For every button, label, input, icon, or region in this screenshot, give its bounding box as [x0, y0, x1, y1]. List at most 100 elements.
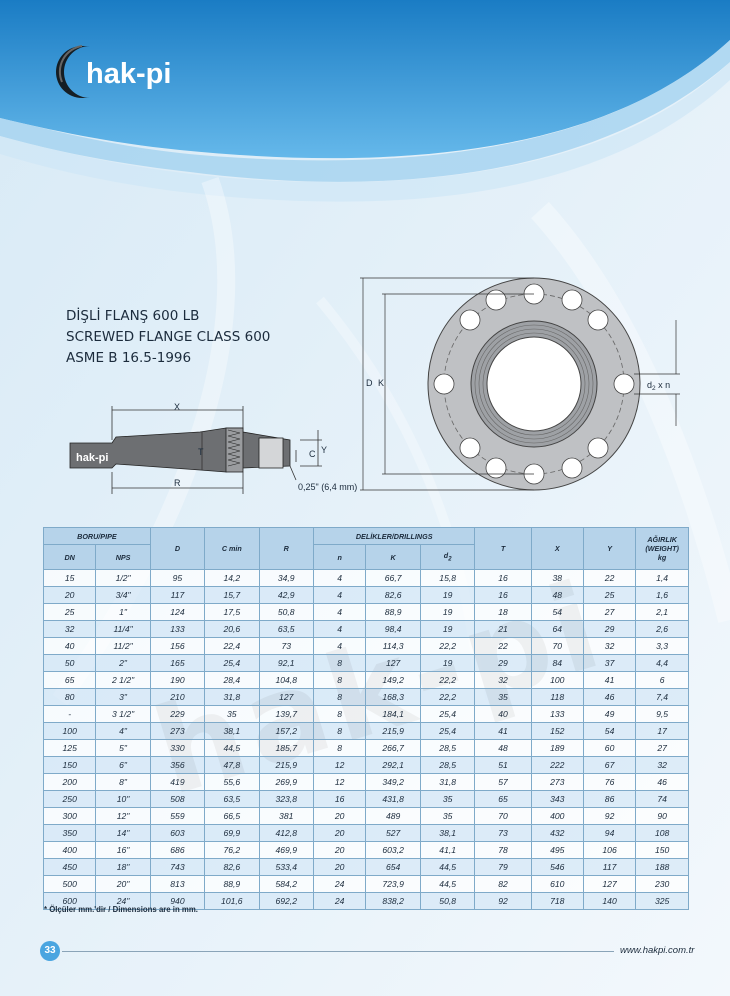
table-cell: 654	[365, 858, 421, 876]
table-cell: 101,6	[204, 892, 260, 910]
table-cell: 140	[582, 892, 637, 910]
table-cell: 300	[42, 807, 97, 825]
table-cell: 114,3	[365, 637, 421, 655]
table-cell: 106	[582, 841, 637, 859]
table-cell: 3/4"	[95, 586, 151, 604]
table-cell: 63,5	[204, 790, 260, 808]
table-cell: 54	[530, 603, 584, 621]
table-cell: 8	[312, 705, 367, 723]
table-cell: 149,2	[365, 671, 421, 689]
table-cell: 20	[312, 824, 367, 842]
table-cell: 1"	[95, 603, 151, 621]
table-cell: 32	[635, 756, 689, 774]
table-cell: 12	[312, 773, 367, 791]
table-cell: 127	[258, 688, 314, 706]
table-cell: 37	[582, 654, 637, 672]
table-cell: 84	[530, 654, 584, 672]
table-cell: 65	[42, 671, 97, 689]
table-cell: 69,9	[204, 824, 260, 842]
table-cell: 190	[149, 671, 206, 689]
table-cell: 269,9	[258, 773, 314, 791]
table-cell: 19	[419, 654, 476, 672]
brand-logo-mark	[56, 45, 90, 98]
table-cell: 44,5	[419, 858, 476, 876]
table-cell: 19	[419, 620, 476, 638]
table-cell: 125	[42, 739, 97, 757]
table-cell: 139,7	[258, 705, 314, 723]
table-cell: 15,8	[419, 569, 476, 587]
table-cell: 21	[474, 620, 532, 638]
table-cell: 610	[530, 875, 584, 893]
table-cell: 431,8	[365, 790, 421, 808]
table-cell: 76,2	[204, 841, 260, 859]
table-cell: 500	[42, 875, 97, 893]
table-cell: 323,8	[258, 790, 314, 808]
table-cell: 76	[582, 773, 637, 791]
table-cell: 838,2	[365, 892, 421, 910]
table-cell: 40	[42, 637, 97, 655]
table-cell: 42,9	[258, 586, 314, 604]
table-cell: 4	[312, 620, 367, 638]
table-cell: 686	[149, 841, 206, 859]
table-cell: 19	[419, 586, 476, 604]
table-cell: 16	[474, 586, 532, 604]
header-k: K	[365, 544, 421, 570]
table-cell: 88,9	[204, 875, 260, 893]
table-cell: 17,5	[204, 603, 260, 621]
table-cell: 940	[149, 892, 206, 910]
table-cell: 20"	[95, 875, 151, 893]
table-cell: 25,4	[204, 654, 260, 672]
footnote: * Ölçüler mm.'dir / Dimensions are in mm…	[44, 905, 198, 914]
table-cell: 51	[474, 756, 532, 774]
table-cell: 8	[312, 654, 367, 672]
header-t: T	[474, 527, 532, 570]
table-cell: 74	[635, 790, 689, 808]
table-cell: 32	[42, 620, 97, 638]
website-url: www.hakpi.com.tr	[620, 945, 695, 956]
table-cell: 25,4	[419, 722, 476, 740]
table-cell: 184,1	[365, 705, 421, 723]
table-cell: 1,4	[635, 569, 689, 587]
table-cell: 63,5	[258, 620, 314, 638]
table-cell: 48	[474, 739, 532, 757]
table-cell: 400	[530, 807, 584, 825]
dimension-d-label: D	[366, 378, 373, 388]
table-cell: 718	[530, 892, 584, 910]
table-cell: 1/2"	[95, 569, 151, 587]
table-cell: 20,6	[204, 620, 260, 638]
table-cell: 65	[474, 790, 532, 808]
table-cell: 508	[149, 790, 206, 808]
table-cell: 20	[42, 586, 97, 604]
table-cell: 86	[582, 790, 637, 808]
table-cell: 25	[42, 603, 97, 621]
brand-logo-text: hak-pi	[86, 58, 172, 90]
footer-divider	[62, 951, 614, 952]
dimension-r-label: R	[174, 478, 181, 488]
table-cell: 88,9	[365, 603, 421, 621]
table-cell: 1,6	[635, 586, 689, 604]
table-cell: 250	[42, 790, 97, 808]
table-cell: 29	[582, 620, 637, 638]
table-cell: 24	[312, 875, 367, 893]
table-cell: 150	[42, 756, 97, 774]
table-cell: 222	[530, 756, 584, 774]
table-cell: 330	[149, 739, 206, 757]
table-cell: 8	[312, 671, 367, 689]
table-cell: 73	[258, 637, 314, 655]
table-cell: 50,8	[258, 603, 314, 621]
table-cell: 57	[474, 773, 532, 791]
table-cell: 48	[530, 586, 584, 604]
table-cell: 64	[530, 620, 584, 638]
table-cell: 67	[582, 756, 637, 774]
table-cell: 603	[149, 824, 206, 842]
table-cell: 400	[42, 841, 97, 859]
table-cell: 546	[530, 858, 584, 876]
table-cell: 127	[582, 875, 637, 893]
